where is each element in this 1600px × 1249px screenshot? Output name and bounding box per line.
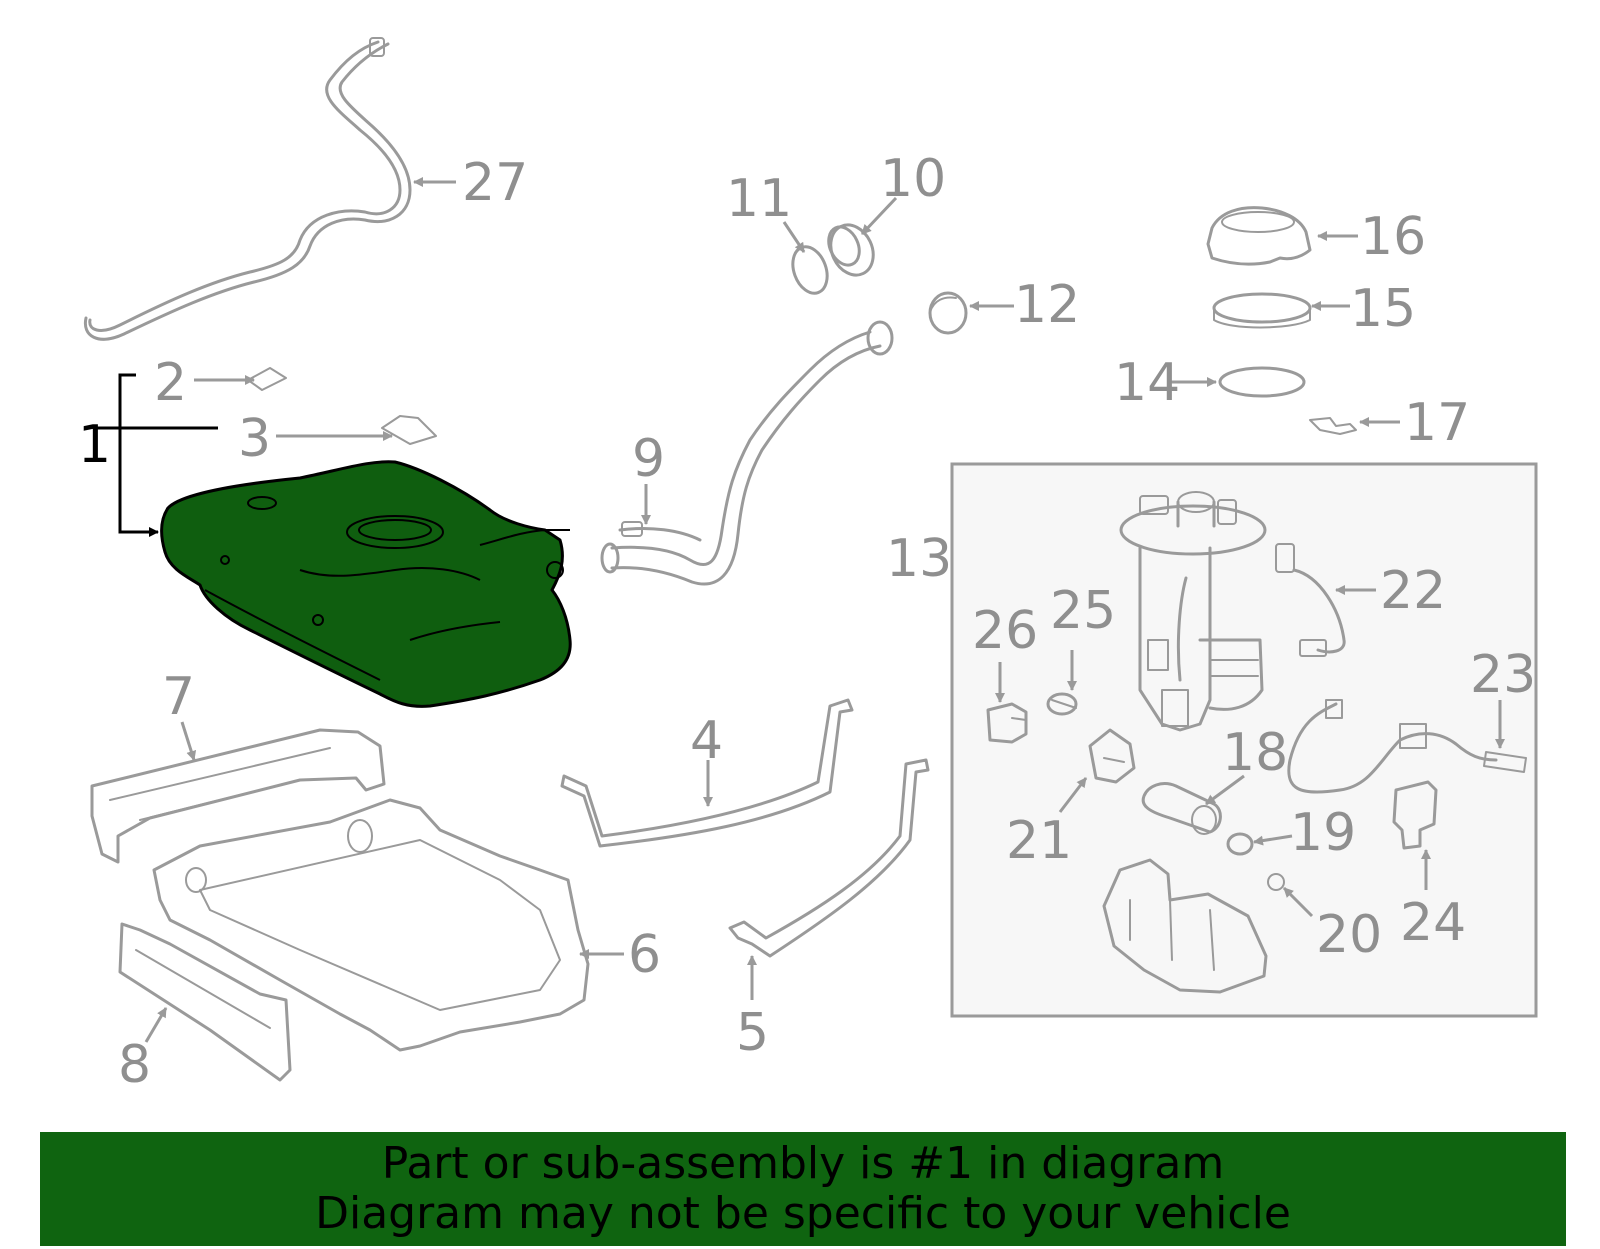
callout-14: 14 [1114,353,1180,413]
label-plate-part-3[interactable] [381,415,437,445]
pump-bracket [1102,858,1268,994]
label-plate-part-2[interactable] [247,367,287,391]
callout-6: 6 [628,925,661,985]
heat-insulator-part-7[interactable] [90,728,386,864]
o-ring-part-20[interactable] [1267,873,1285,891]
callout-24: 24 [1400,893,1466,953]
fuel-tank-part-1[interactable] [160,460,572,708]
valve-part-25[interactable] [1046,692,1078,716]
callout-27: 27 [462,153,528,213]
regulator-part-21[interactable] [1088,728,1136,784]
heat-insulator-part-8[interactable] [118,922,292,1082]
fuel-cap-part-12[interactable] [928,291,968,335]
fuel-pump-module-box-part-13[interactable] [950,462,1538,1018]
fuel-pump-part-18[interactable] [1141,782,1222,835]
banner-line-1: Part or sub-assembly is #1 in diagram [381,1138,1225,1189]
callout-16: 16 [1360,207,1426,267]
callout-20: 20 [1316,905,1382,965]
wire-harness-part-23[interactable] [1287,699,1527,794]
callout-26: 26 [972,601,1038,661]
callout-7: 7 [162,667,195,727]
filler-pipe-part-9[interactable] [600,320,894,586]
sender-part-24[interactable] [1392,780,1438,850]
callout-19: 19 [1290,803,1356,863]
vent-hose-part-27[interactable] [83,37,412,341]
callout-4: 4 [690,711,723,771]
leader-lines [144,177,1505,1043]
connector-part-26[interactable] [986,702,1028,744]
callout-13: 13 [886,529,952,589]
o-ring-part-11[interactable] [787,242,833,298]
callout-2: 2 [154,353,187,413]
banner-line-2: Diagram may not be specific to your vehi… [315,1188,1291,1239]
callout-5: 5 [736,1003,769,1063]
callout-15: 15 [1350,279,1416,339]
cushion-part-19[interactable] [1226,832,1254,856]
retainer-part-15[interactable] [1212,292,1312,329]
callout-8: 8 [118,1035,151,1095]
callout-22: 22 [1380,561,1446,621]
grommet-part-10[interactable] [823,218,881,282]
callout-labels: 1 2 3 4 5 6 7 8 9 10 11 12 13 14 15 16 1… [78,149,1536,1095]
callout-1: 1 [78,415,111,475]
callout-12: 12 [1014,275,1080,335]
fuel-pump-assembly [1119,491,1267,732]
clip-part-17[interactable] [1309,417,1357,435]
info-banner: Part or sub-assembly is #1 in diagram Di… [40,1132,1566,1246]
callout-9: 9 [632,429,665,489]
callout-11: 11 [726,169,792,229]
gasket-part-14[interactable] [1218,366,1306,398]
callout-17: 17 [1404,393,1470,453]
callout-23: 23 [1470,645,1536,705]
callout-18: 18 [1222,723,1288,783]
tank-strap-part-4[interactable] [560,698,854,848]
callout-3: 3 [238,409,271,469]
callout-10: 10 [880,149,946,209]
assembly-bracket-1 [96,373,218,537]
wire-harness-part-22[interactable] [1275,543,1346,657]
tank-strap-part-5[interactable] [728,758,930,958]
tank-protector-part-6[interactable] [152,798,590,1052]
callout-25: 25 [1050,581,1116,641]
retainer-ring-part-16[interactable] [1206,206,1312,266]
callout-21: 21 [1006,811,1072,871]
